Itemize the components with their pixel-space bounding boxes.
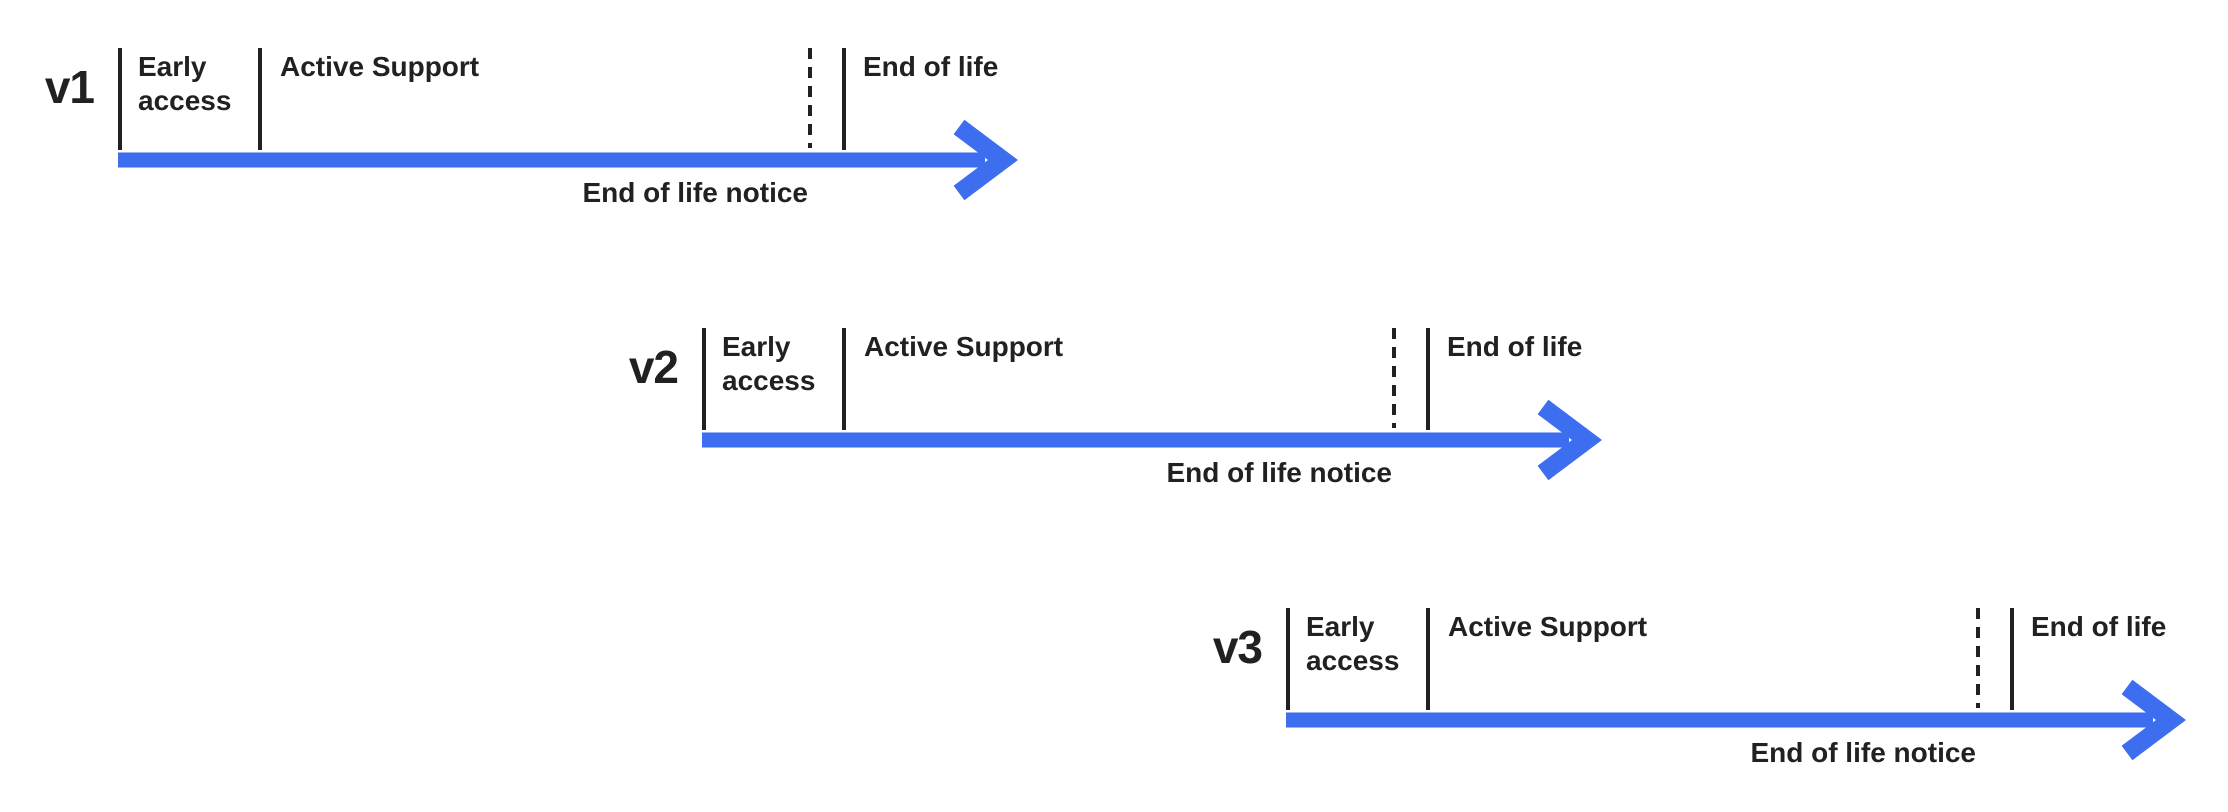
early-access-label: Early access xyxy=(138,51,232,116)
active-support-label: Active Support xyxy=(864,331,1064,362)
end-of-life-label: End of life xyxy=(1447,331,1583,362)
version-label: v3 xyxy=(1212,621,1263,673)
early-access-label: Early access xyxy=(722,331,816,396)
end-of-life-notice-label: End of life notice xyxy=(1750,737,1976,768)
active-support-label: Active Support xyxy=(280,51,480,82)
early-access-start-tick xyxy=(702,328,706,430)
eol-notice-dashed-line xyxy=(808,48,812,148)
timeline-arrow xyxy=(118,119,1018,201)
end-of-life-tick xyxy=(842,48,846,150)
timeline-arrow xyxy=(702,399,1602,481)
active-support-label: Active Support xyxy=(1448,611,1648,642)
timeline-arrowhead xyxy=(2121,679,2186,761)
timeline-arrowhead xyxy=(953,119,1018,201)
active-support-start-tick xyxy=(842,328,846,430)
end-of-life-label: End of life xyxy=(2031,611,2167,642)
active-support-start-tick xyxy=(258,48,262,150)
end-of-life-label: End of life xyxy=(863,51,999,82)
version-label: v1 xyxy=(44,61,95,113)
version-label: v2 xyxy=(628,341,679,393)
eol-notice-dashed-line xyxy=(1976,608,1980,708)
early-access-start-tick xyxy=(118,48,122,150)
active-support-start-tick xyxy=(1426,608,1430,710)
end-of-life-tick xyxy=(1426,328,1430,430)
eol-notice-dashed-line xyxy=(1392,328,1396,428)
end-of-life-notice-label: End of life notice xyxy=(1166,457,1392,488)
early-access-start-tick xyxy=(1286,608,1290,710)
timeline-v3: v3 Early access Active Support End of li… xyxy=(1213,608,2206,812)
early-access-label: Early access xyxy=(1306,611,1400,676)
timeline-v1: v1 Early access Active Support End of li… xyxy=(45,48,1038,278)
timeline-arrow xyxy=(1286,679,2186,761)
timeline-arrowhead xyxy=(1537,399,1602,481)
timeline-v2: v2 Early access Active Support End of li… xyxy=(629,328,1622,558)
end-of-life-notice-label: End of life notice xyxy=(582,177,808,208)
end-of-life-tick xyxy=(2010,608,2014,710)
